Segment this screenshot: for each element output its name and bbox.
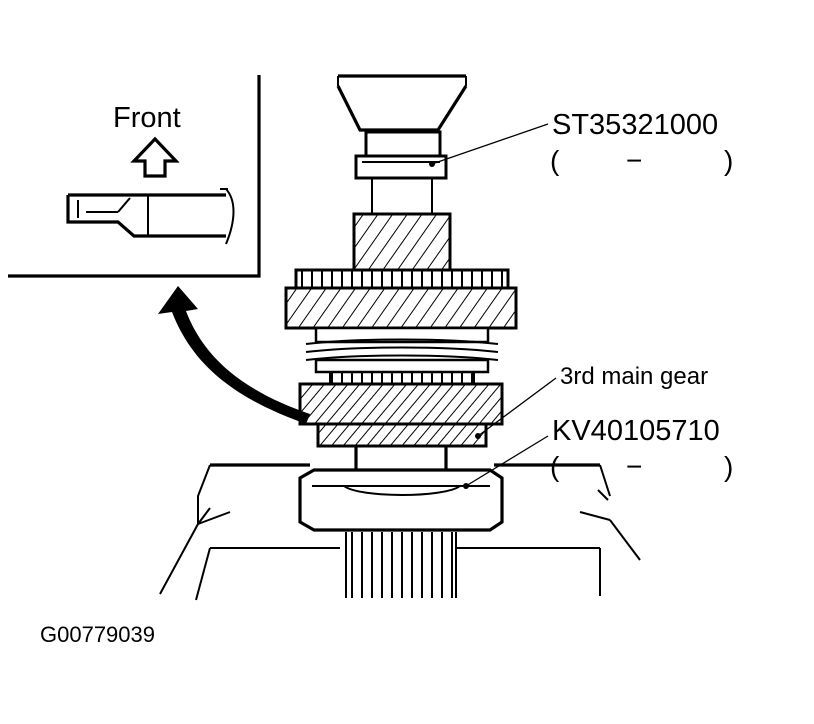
third-main-gear (298, 382, 504, 448)
press-tool-top (336, 74, 468, 214)
tool-top-paren-left: ( (550, 145, 560, 176)
tool-bottom-code: KV40105710 (552, 415, 720, 447)
tool-bottom-dash: − (626, 451, 642, 482)
leader-lines (429, 123, 557, 489)
front-inset: Front (8, 75, 261, 278)
large-helical-gear-upper (284, 268, 518, 330)
tool-bottom-paren-left: ( (550, 451, 560, 482)
inset-frame (8, 75, 261, 278)
tool-top-paren-right: ) (724, 145, 733, 176)
tool-top-code: ST35321000 (552, 109, 718, 141)
press-tool-bottom (298, 468, 504, 532)
callout-labels: ST35321000 ( − ) 3rd main gear KV4010571… (550, 109, 733, 482)
inset-shaft-profile (66, 188, 235, 245)
splined-shaft (345, 532, 457, 598)
tool-top-dash: − (626, 145, 642, 176)
press-bed (159, 463, 641, 601)
small-helical-gear (352, 212, 452, 272)
front-label: Front (113, 102, 181, 134)
tool-bottom-paren-right: ) (724, 451, 733, 482)
curved-arrow-icon (158, 286, 310, 424)
up-arrow-icon (130, 136, 180, 178)
synchro-ring (305, 326, 499, 385)
figure-id: G00779039 (40, 622, 155, 647)
gear-name: 3rd main gear (560, 363, 708, 390)
